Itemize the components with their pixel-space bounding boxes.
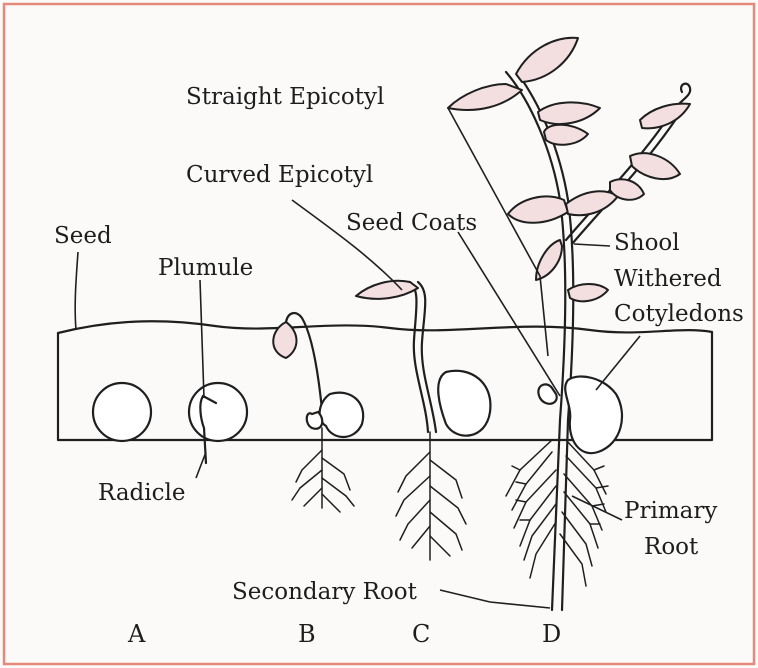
pointer-secondary-root [440,590,550,608]
label-secondary-root: Secondary Root [232,581,417,604]
label-root: Root [644,536,698,559]
pointer-shool [574,244,610,246]
pointer-radicle [196,452,206,478]
stage-label-a: A [128,622,145,646]
pointer-seed [75,252,78,330]
stage-label-b: B [298,622,316,646]
label-curved-epicotyl: Curved Epicotyl [186,164,373,187]
stage-b-seedling [273,313,363,512]
label-seed: Seed [54,225,112,248]
label-seed-coats: Seed Coats [346,212,477,235]
stage-label-c: C [412,622,430,646]
stage-label-d: D [542,622,561,646]
pointer-plumule [200,280,204,398]
pointer-withered-cotyledons [596,336,640,390]
label-radicle: Radicle [98,482,186,505]
label-shool: Shool [614,232,680,255]
label-cotyledons: Cotyledons [614,303,744,326]
label-straight-epicotyl: Straight Epicotyl [186,86,384,109]
label-plumule: Plumule [158,257,253,280]
stage-a-seeds [93,383,247,463]
label-primary: Primary [624,500,717,523]
stage-c-seedling [356,281,490,560]
label-withered: Withered [614,268,722,291]
